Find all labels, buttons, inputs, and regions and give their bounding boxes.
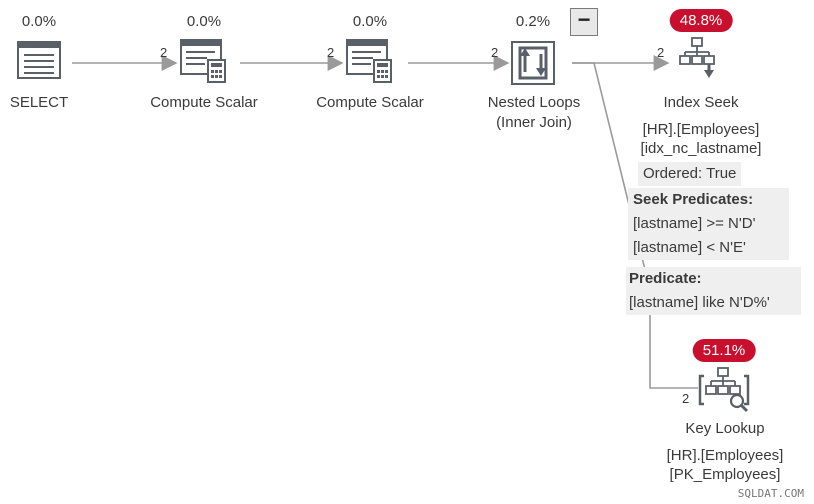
row-count-label: 2 <box>657 45 665 60</box>
key-lookup-table: [HR].[Employees] <box>666 447 784 464</box>
watermark: SQLDAT.COM <box>737 487 804 500</box>
seek-predicate-1: [lastname] >= N'D' <box>633 215 756 232</box>
seek-predicate-2: [lastname] < N'E' <box>633 239 746 256</box>
index-seek-label: Index Seek <box>663 94 739 111</box>
index-seek-icon[interactable] <box>679 37 715 78</box>
ordered-property: Ordered: True <box>638 162 742 186</box>
key-lookup-label: Key Lookup <box>685 420 765 437</box>
compute-scalar-2-cost: 0.0% <box>352 13 388 30</box>
select-label: SELECT <box>9 94 69 111</box>
collapse-button[interactable]: − <box>570 8 598 36</box>
select-icon[interactable] <box>17 41 61 79</box>
select-cost: 0.0% <box>21 13 57 30</box>
nested-loops-icon[interactable] <box>511 41 555 85</box>
compute-scalar-icon[interactable] <box>346 39 392 83</box>
index-seek-table: [HR].[Employees] <box>642 121 760 138</box>
row-count-label: 2 <box>160 45 168 60</box>
compute-scalar-1-label: Compute Scalar <box>150 94 258 111</box>
compute-scalar-1-cost: 0.0% <box>186 13 222 30</box>
compute-scalar-icon[interactable] <box>180 39 226 83</box>
row-count-label: 2 <box>327 45 335 60</box>
index-seek-cost-badge: 48.8% <box>669 9 733 32</box>
nested-loops-cost: 0.2% <box>515 13 551 30</box>
nested-loops-sublabel: (Inner Join) <box>496 114 572 131</box>
predicate-heading: Predicate: <box>629 270 702 287</box>
predicate-box: Predicate: [lastname] like N'D%' <box>626 267 801 315</box>
predicate-1: [lastname] like N'D%' <box>629 294 770 311</box>
key-lookup-icon[interactable] <box>698 367 750 413</box>
compute-scalar-2-label: Compute Scalar <box>316 94 424 111</box>
seek-predicates-heading: Seek Predicates: <box>633 191 754 208</box>
key-lookup-index: [PK_Employees] <box>669 466 781 483</box>
key-lookup-cost-badge: 51.1% <box>692 339 756 362</box>
connectors <box>72 55 698 389</box>
row-count-label: 2 <box>491 45 499 60</box>
index-seek-index: [idx_nc_lastname] <box>640 140 762 157</box>
row-count-label: 2 <box>682 391 690 406</box>
nested-loops-label: Nested Loops <box>487 94 581 111</box>
seek-predicates-box: Seek Predicates: [lastname] >= N'D' [las… <box>628 188 789 260</box>
